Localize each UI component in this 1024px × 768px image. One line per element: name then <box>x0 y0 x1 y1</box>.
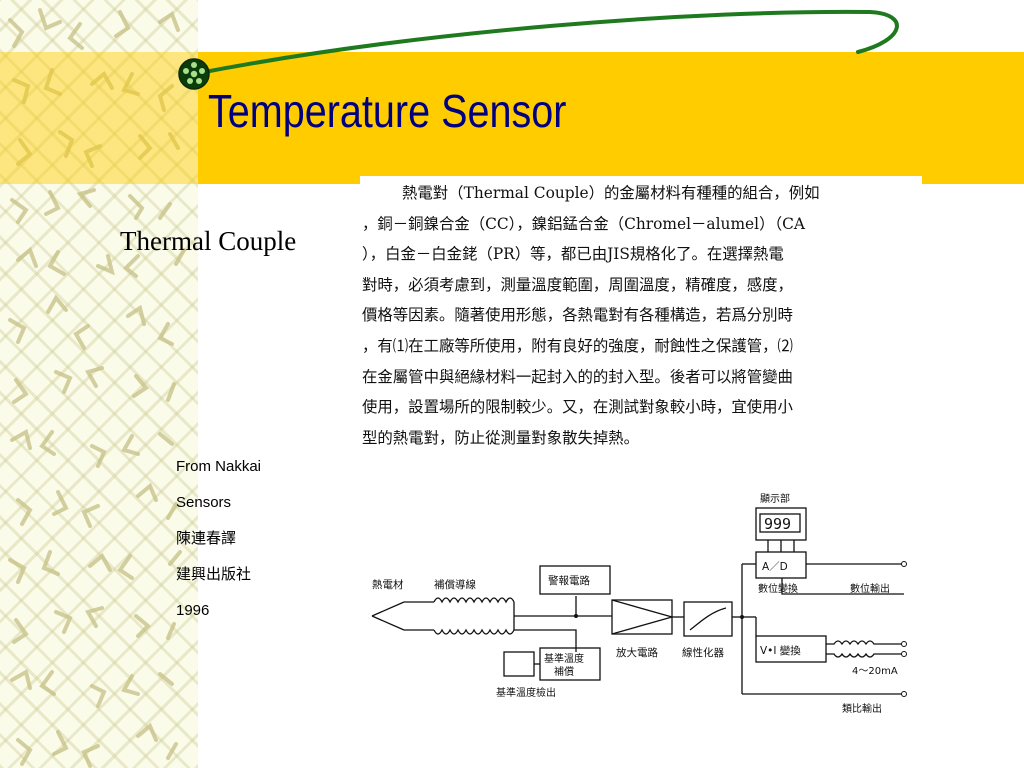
label-display-unit: 顯示部 <box>760 492 790 505</box>
text-line: 使用，設置場所的限制較少。又，在測試對象較小時，宜使用小 <box>362 398 793 417</box>
subtitle: Thermal Couple <box>120 226 297 256</box>
display-value: 999 <box>764 515 791 533</box>
junction-dot <box>740 615 744 619</box>
junction-dot <box>574 614 578 618</box>
source-line: From Nakkai <box>176 458 262 475</box>
title-band <box>198 52 1024 184</box>
source-line: 1996 <box>176 602 210 619</box>
green-dotted-circle-icon <box>178 58 210 90</box>
output-terminal-icon <box>901 641 907 647</box>
linearizer-curve-icon <box>689 607 727 631</box>
source-line: Sensors <box>176 494 232 511</box>
reference-sensor-box <box>503 651 535 677</box>
label-compensation-wire: 補償導線 <box>434 578 476 591</box>
swoosh-decoration <box>178 9 899 90</box>
ad-converter-box <box>755 551 807 579</box>
alarm-circuit-box <box>539 565 611 595</box>
amplifier-box <box>611 599 673 635</box>
source-line: 陳連春譯 <box>176 530 237 547</box>
text-line: ），白金－白金銠（PR）等，都已由JIS規格化了。在選擇熱電 <box>362 245 784 264</box>
label-vi-conversion: V•I 變換 <box>760 644 801 657</box>
text-line: 對時，必須考慮到，測量溫度範圍，周圍溫度，精確度，感度， <box>362 275 793 294</box>
source-line: 建興出版社 <box>176 566 252 583</box>
page-title: Temperature Sensor <box>208 85 567 137</box>
display-screen <box>759 513 801 533</box>
thermocouple-system-diagram: 熱電材 補償導線 警報電路 基準溫度 補償 基準溫度檢出 放大電路 線性化器 顯… <box>371 492 907 715</box>
text-line: ，有⑴在工廠等所使用，附有良好的強度，耐蝕性之保護管，⑵ <box>362 336 793 355</box>
amplifier-triangle-icon <box>611 599 675 635</box>
figure-pattern-icon <box>8 8 186 768</box>
output-terminal-icon <box>901 651 907 657</box>
source-citation: From Nakkai Sensors 陳連春譯 建興出版社 1996 <box>176 455 261 635</box>
background-pattern <box>0 0 198 768</box>
label-alarm-circuit: 警報電路 <box>548 574 590 587</box>
label-thermocouple: 熱電材 <box>372 578 404 591</box>
label-amplifier: 放大電路 <box>616 646 658 659</box>
output-terminal-icon <box>901 691 907 697</box>
text-line: 型的熱電對，防止從測量對象散失掉熱。 <box>362 428 640 447</box>
label-ad: A／D <box>762 561 788 573</box>
scanned-text-block: 熱電對（Thermal Couple）的金屬材料有種種的組合，例如 ，銅－銅鎳合… <box>360 176 922 452</box>
title-band-left <box>0 52 198 184</box>
text-line: 熱電對（Thermal Couple）的金屬材料有種種的組合，例如 <box>402 184 820 202</box>
label-linearizer: 線性化器 <box>682 646 724 659</box>
label-reference-detect: 基準溫度檢出 <box>496 686 556 699</box>
output-terminal-icon <box>901 561 907 567</box>
thermocouple-junction-icon <box>371 601 405 631</box>
vi-converter-box <box>755 635 827 663</box>
linearizer-box <box>683 601 733 637</box>
text-line: 價格等因素。隨著使用形態，各熱電對有各種構造，若爲分別時 <box>362 306 793 325</box>
text-line: 在金屬管中與絕緣材料一起封入的的封入型。後者可以將管變曲 <box>362 367 793 386</box>
label-reference-comp-2: 補償 <box>554 665 574 678</box>
label-digital-conversion: 數位變換 <box>758 582 798 595</box>
text-line: ，銅－銅鎳合金（CC），鎳鋁錳合金（Chromel－alumel）（CA <box>362 214 806 233</box>
label-current-range: 4～20mA <box>852 666 898 677</box>
compensation-wire-coil <box>433 597 515 604</box>
label-reference-comp: 基準溫度 <box>544 652 584 665</box>
label-analog-output: 類比輸出 <box>842 702 882 715</box>
label-digital-output: 數位輸出 <box>850 582 890 595</box>
compensation-wire-coil <box>433 628 515 635</box>
